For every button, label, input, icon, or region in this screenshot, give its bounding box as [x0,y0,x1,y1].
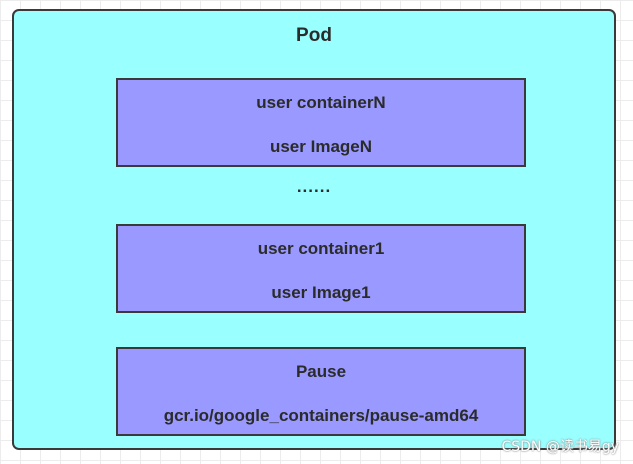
pod-title: Pod [296,25,332,46]
pause-image: gcr.io/google_containers/pause-amd64 [163,406,479,425]
container-image: user ImageN [269,137,373,156]
pod-box: Pod user containerN user ImageN ...... u… [12,9,616,450]
watermark: CSDN @读书易gy [501,439,619,455]
container-box-n: user containerN user ImageN [116,78,526,167]
container-box-1: user container1 user Image1 [116,224,526,313]
container-image: user Image1 [271,283,371,302]
ellipsis: ...... [296,177,332,196]
container-name: user containerN [256,93,386,112]
pause-container-box: Pause gcr.io/google_containers/pause-amd… [116,347,526,436]
container-name: user container1 [257,239,385,258]
pause-name: Pause [295,362,347,381]
